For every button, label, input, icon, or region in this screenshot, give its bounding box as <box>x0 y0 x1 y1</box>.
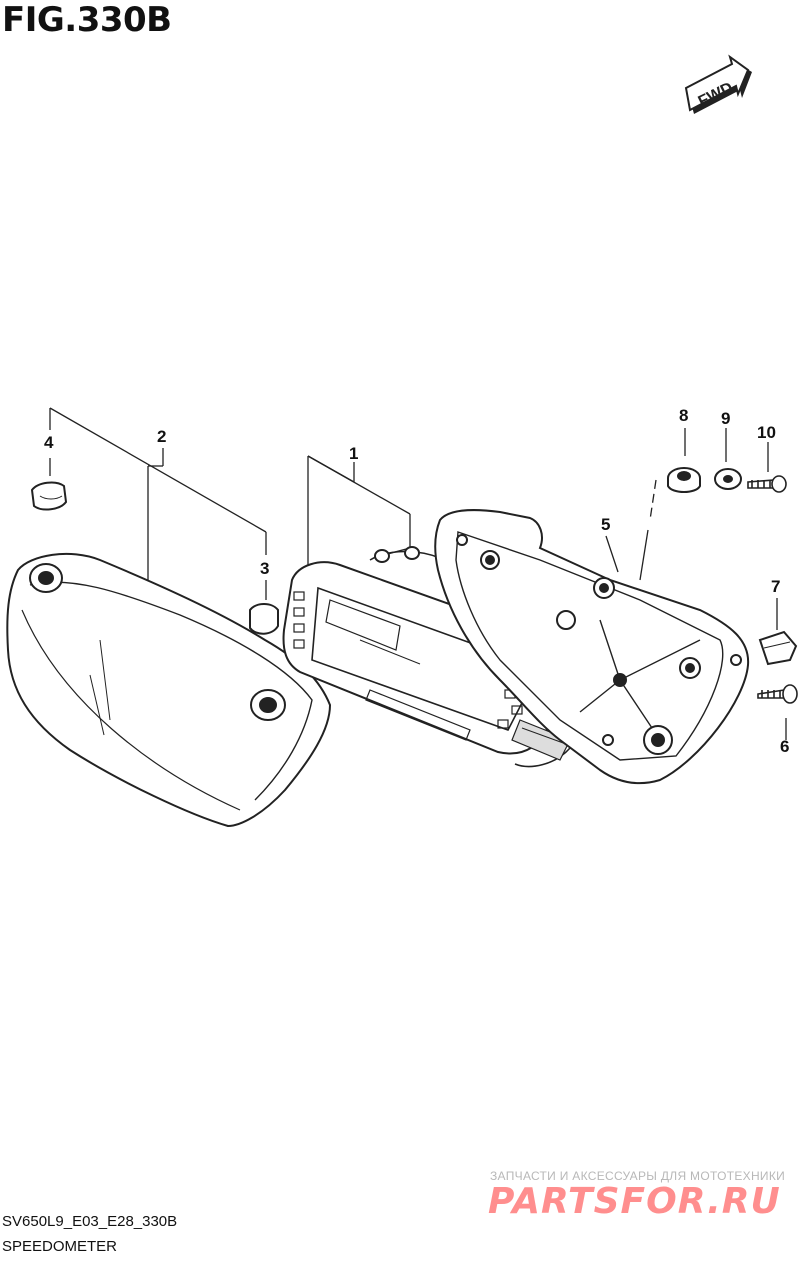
meter-assembly <box>282 546 610 768</box>
diagram-name: SPEEDOMETER <box>2 1238 118 1255</box>
callout-8: 8 <box>679 406 689 425</box>
figure-title: FIG.330B <box>2 0 172 40</box>
fwd-arrow-icon: FWD <box>684 54 752 114</box>
watermark-logo: PARTSFOR.RU <box>488 1181 781 1222</box>
lower-case <box>434 509 750 785</box>
watermark-text: ЗАПЧАСТИ И АКСЕССУАРЫ ДЛЯ МОТОТЕХНИКИ <box>490 1169 786 1183</box>
cushion-part-4 <box>30 481 68 511</box>
callout-2: 2 <box>157 427 167 446</box>
callout-6: 6 <box>780 737 790 756</box>
callout-5: 5 <box>601 515 611 534</box>
callout-10: 10 <box>757 423 776 442</box>
callout-3: 3 <box>260 559 270 578</box>
screw-part-10 <box>747 475 787 493</box>
meter-cover <box>6 553 332 828</box>
callout-9: 9 <box>721 409 731 428</box>
diagram-code: SV650L9_E03_E28_330B <box>2 1213 178 1230</box>
callout-7: 7 <box>771 577 781 596</box>
cushion-part-3 <box>249 603 279 635</box>
washer-part-9 <box>714 468 742 490</box>
callout-1: 1 <box>349 444 359 463</box>
leader-lines <box>49 407 787 740</box>
clip-nut-part-7 <box>758 630 798 666</box>
callout-4: 4 <box>44 433 54 452</box>
screw-part-6 <box>757 684 798 704</box>
grommet-part-8 <box>667 467 701 493</box>
